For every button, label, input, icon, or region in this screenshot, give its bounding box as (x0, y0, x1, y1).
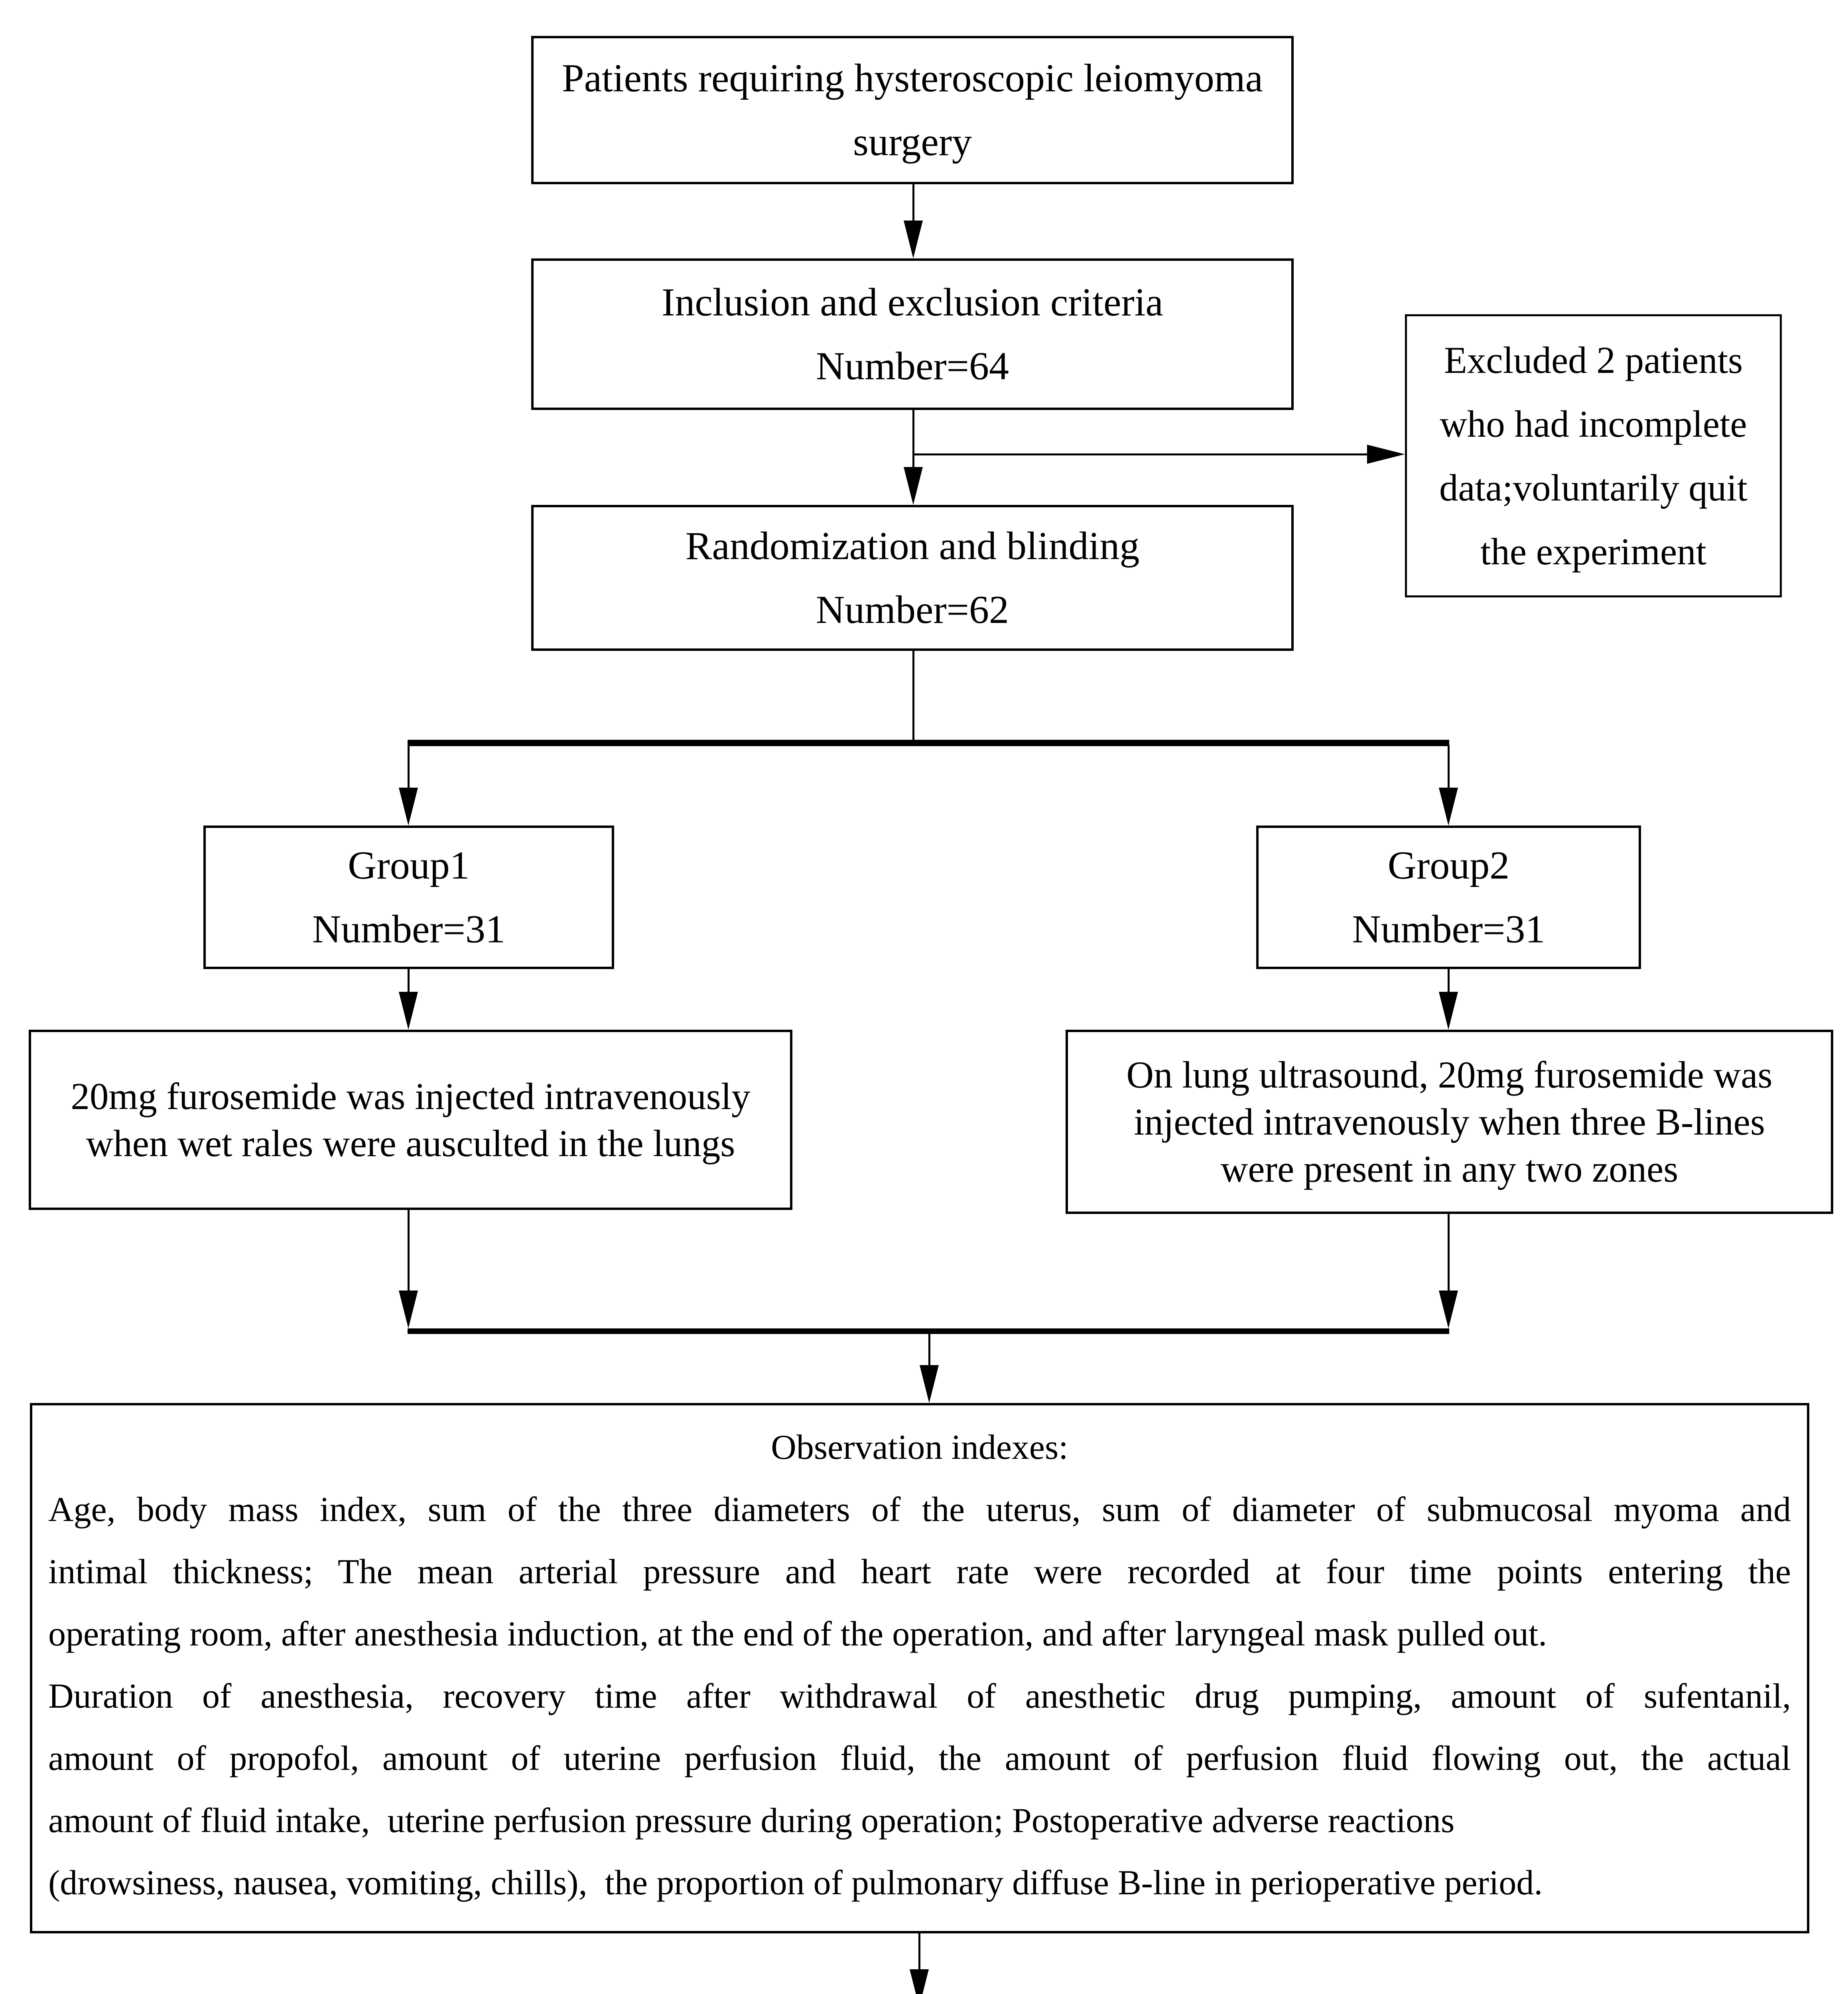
connector-group1-to-intervention1 (408, 969, 410, 993)
node-group1: Group1 Number=31 (203, 826, 614, 969)
node-randomization-blinding: Randomization and blinding Number=62 (531, 505, 1294, 651)
node-patients: Patients requiring hysteroscopic leiomyo… (531, 36, 1294, 184)
node-patients-line: Patients requiring hysteroscopic leiomyo… (562, 56, 1263, 100)
node-group2: Group2 Number=31 (1256, 826, 1641, 969)
observation-body-line: intimal thickness; The mean arterial pre… (48, 1553, 1791, 1591)
arrow-down-icon (399, 1291, 418, 1328)
node-excluded-line: data;voluntarily quit (1439, 467, 1748, 509)
node-criteria-line: Inclusion and exclusion criteria (662, 280, 1163, 324)
node-intervention-group1: 20mg furosemide was injected intravenous… (29, 1030, 792, 1210)
node-excluded-line: who had incomplete (1440, 403, 1747, 445)
arrow-down-icon (1439, 992, 1458, 1030)
node-intervention2-line: were present in any two zones (1220, 1148, 1679, 1190)
arrow-down-icon (910, 1969, 929, 1994)
arrow-down-icon (920, 1365, 939, 1403)
node-criteria-line: Number=64 (816, 344, 1009, 388)
connector-split-to-group2 (1448, 745, 1450, 788)
observation-body-line: amount of propofol, amount of uterine pe… (48, 1739, 1791, 1778)
node-patients-line: surgery (853, 120, 972, 164)
arrow-down-icon (904, 467, 923, 505)
observation-body-line: Age, body mass index, sum of the three d… (48, 1490, 1791, 1529)
connector-observation-to-conclusion (918, 1933, 920, 1970)
connector-intervention2-to-merge (1448, 1214, 1450, 1291)
node-intervention-group2: On lung ultrasound, 20mg furosemide was … (1066, 1030, 1833, 1214)
observation-body-line: Duration of anesthesia, recovery time af… (48, 1677, 1791, 1716)
arrow-right-icon (1367, 445, 1405, 464)
connector-to-excluded (913, 453, 1369, 455)
node-group1-line: Number=31 (312, 907, 506, 951)
node-intervention1-line: 20mg furosemide was injected intravenous… (71, 1075, 751, 1117)
arrow-down-icon (1439, 788, 1458, 826)
split-bar (408, 740, 1449, 746)
connector-randomization-to-split (912, 651, 914, 741)
observation-body-line: (drowsiness, nausea, vomiting, chills), … (48, 1864, 1543, 1902)
arrow-down-icon (399, 788, 418, 826)
observation-body-line: operating room, after anesthesia inducti… (48, 1615, 1547, 1653)
connector-criteria-to-randomization (912, 410, 914, 468)
node-randomization-line: Number=62 (816, 587, 1009, 632)
connector-split-to-group1 (408, 745, 410, 788)
arrow-down-icon (399, 992, 418, 1030)
connector-patients-to-criteria (912, 184, 914, 221)
node-excluded-line: Excluded 2 patients (1444, 339, 1743, 381)
node-randomization-line: Randomization and blinding (685, 524, 1140, 568)
arrow-down-icon (1439, 1291, 1458, 1328)
node-excluded-line: the experiment (1480, 530, 1707, 573)
node-intervention2-line: On lung ultrasound, 20mg furosemide was (1126, 1054, 1773, 1096)
node-group1-line: Group1 (348, 843, 470, 887)
observation-body-line: amount of fluid intake, uterine perfusio… (48, 1801, 1455, 1840)
connector-intervention1-to-merge (408, 1210, 410, 1291)
arrow-down-icon (904, 221, 923, 258)
node-intervention2-line: injected intravenously when three B-line… (1134, 1101, 1765, 1143)
node-group2-line: Number=31 (1352, 907, 1545, 951)
connector-merge-to-observation (928, 1334, 930, 1368)
node-excluded-patients: Excluded 2 patients who had incomplete d… (1405, 314, 1782, 597)
node-observation-indexes: Observation indexes: Age, body mass inde… (30, 1403, 1809, 1933)
connector-group2-to-intervention2 (1448, 969, 1450, 993)
node-inclusion-exclusion-criteria: Inclusion and exclusion criteria Number=… (531, 258, 1294, 410)
merge-bar (408, 1328, 1449, 1334)
node-intervention1-line: when wet rales were ausculted in the lun… (86, 1122, 735, 1164)
node-group2-line: Group2 (1387, 843, 1510, 887)
observation-title: Observation indexes: (771, 1428, 1068, 1467)
